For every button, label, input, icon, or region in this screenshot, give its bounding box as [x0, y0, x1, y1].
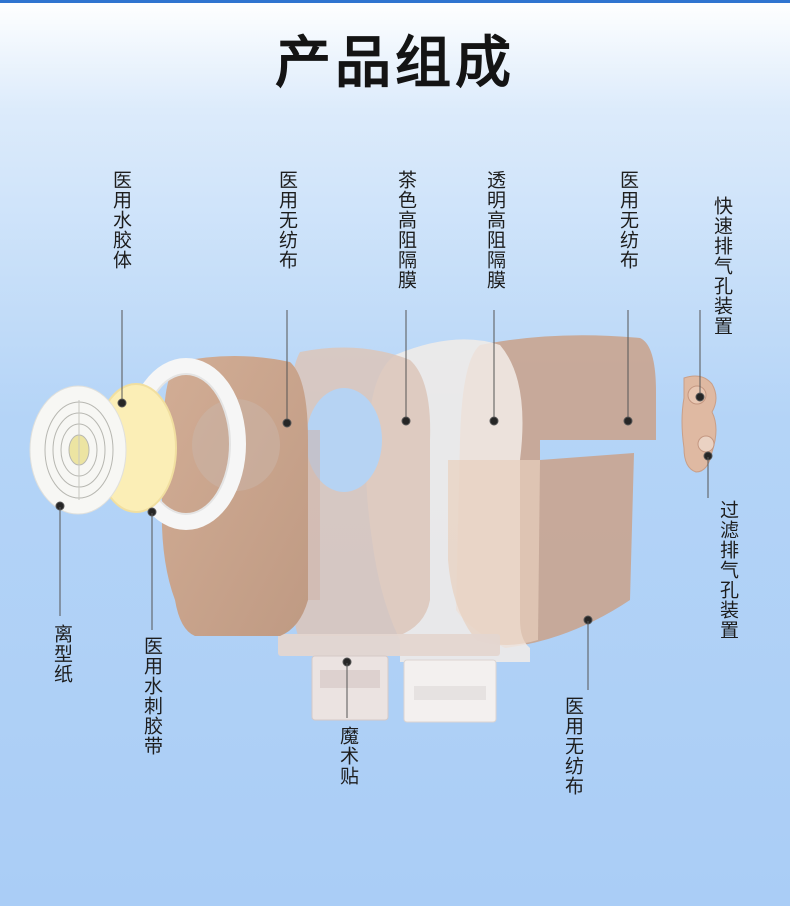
- label-filter-vent: 过滤排气孔装置: [717, 500, 739, 640]
- label-spunlace-tape: 医用水刺胶带: [141, 636, 163, 756]
- label-clear-film: 透明高阻隔膜: [484, 170, 506, 290]
- page-title: 产品组成: [275, 31, 515, 96]
- label-release-paper: 离型纸: [51, 624, 73, 684]
- callout-lines: [55, 310, 713, 718]
- top-accent-rule: [0, 0, 790, 3]
- label-quick-vent: 快速排气孔装置: [711, 196, 733, 336]
- label-brown-film: 茶色高阻隔膜: [395, 170, 417, 290]
- velcro-tab: [278, 634, 500, 656]
- label-nonwoven-3: 医用无纺布: [562, 696, 584, 796]
- filter-vent-valve: [697, 435, 715, 453]
- brown-film-hole: [306, 388, 382, 492]
- clip-strip-right-inner: [414, 686, 486, 700]
- label-velcro: 魔术贴: [337, 726, 359, 786]
- transparent-film-tint: [448, 460, 540, 645]
- velcro-strip-band: [320, 670, 380, 688]
- label-nonwoven-1: 医用无纺布: [276, 170, 298, 270]
- label-hydrocolloid: 医用水胶体: [110, 170, 132, 270]
- label-nonwoven-2: 医用无纺布: [617, 170, 639, 270]
